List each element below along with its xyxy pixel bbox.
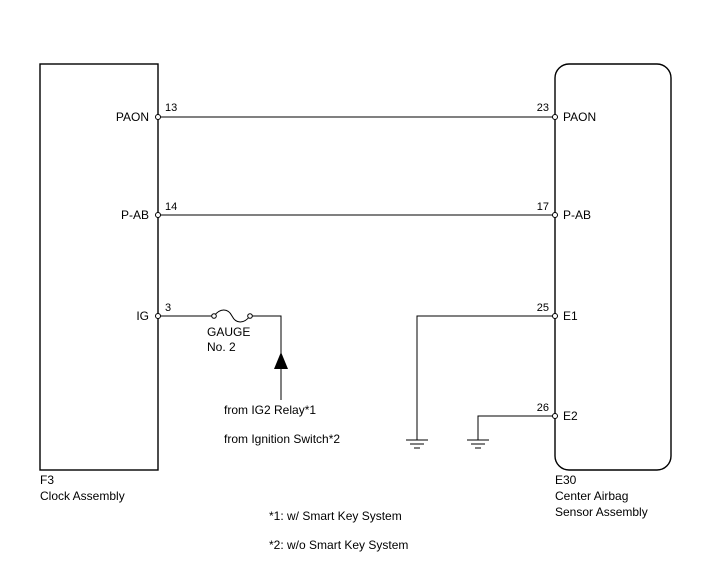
- fuse-name: GAUGE: [207, 325, 250, 339]
- footnote-2: *2: w/o Smart Key System: [269, 538, 408, 552]
- terminal-airbag-25: [552, 313, 558, 319]
- pin-number: 26: [537, 402, 549, 414]
- pin-label: P-AB: [563, 208, 591, 222]
- ground-icon: [467, 439, 489, 449]
- pin-number: 25: [537, 302, 549, 314]
- terminal-airbag-26: [552, 413, 558, 419]
- pin-number: 3: [165, 302, 171, 314]
- pin-label: P-AB: [121, 208, 149, 222]
- terminal-clock-3: [155, 313, 161, 319]
- power-source-line2: from Ignition Switch*2: [224, 432, 340, 446]
- fuse-terminal-right: [247, 313, 253, 319]
- fuse-number: No. 2: [207, 340, 236, 354]
- wire-e1: [416, 315, 555, 440]
- pin-number: 14: [165, 201, 177, 213]
- terminal-airbag-23: [552, 114, 558, 120]
- pin-label: IG: [136, 309, 149, 323]
- pin-label: E2: [563, 409, 578, 423]
- fuse-terminal-left: [211, 313, 217, 319]
- pin-label: E1: [563, 309, 578, 323]
- ground-icon: [406, 439, 428, 449]
- terminal-airbag-17: [552, 212, 558, 218]
- pin-number: 13: [165, 102, 177, 114]
- center-airbag-sensor-box: [554, 63, 672, 471]
- arrow-up-icon: [274, 352, 288, 369]
- terminal-clock-14: [155, 212, 161, 218]
- wire-e2: [477, 415, 555, 440]
- clock-assembly-box: [39, 63, 159, 471]
- wire-ig-right: [252, 315, 282, 355]
- terminal-clock-13: [155, 114, 161, 120]
- airbag-sensor-name-line1: Center Airbag: [555, 489, 628, 503]
- clock-assembly-code: F3: [40, 473, 54, 487]
- footnote-1: *1: w/ Smart Key System: [269, 509, 402, 523]
- clock-assembly-name: Clock Assembly: [40, 489, 125, 503]
- airbag-sensor-name-line2: Sensor Assembly: [555, 505, 648, 519]
- pin-number: 17: [537, 201, 549, 213]
- pin-label: PAON: [116, 110, 149, 124]
- power-source-line1: from IG2 Relay*1: [224, 403, 316, 417]
- airbag-sensor-code: E30: [555, 473, 577, 487]
- pin-number: 23: [537, 102, 549, 114]
- pin-label: PAON: [563, 110, 596, 124]
- fuse-icon: [213, 309, 251, 323]
